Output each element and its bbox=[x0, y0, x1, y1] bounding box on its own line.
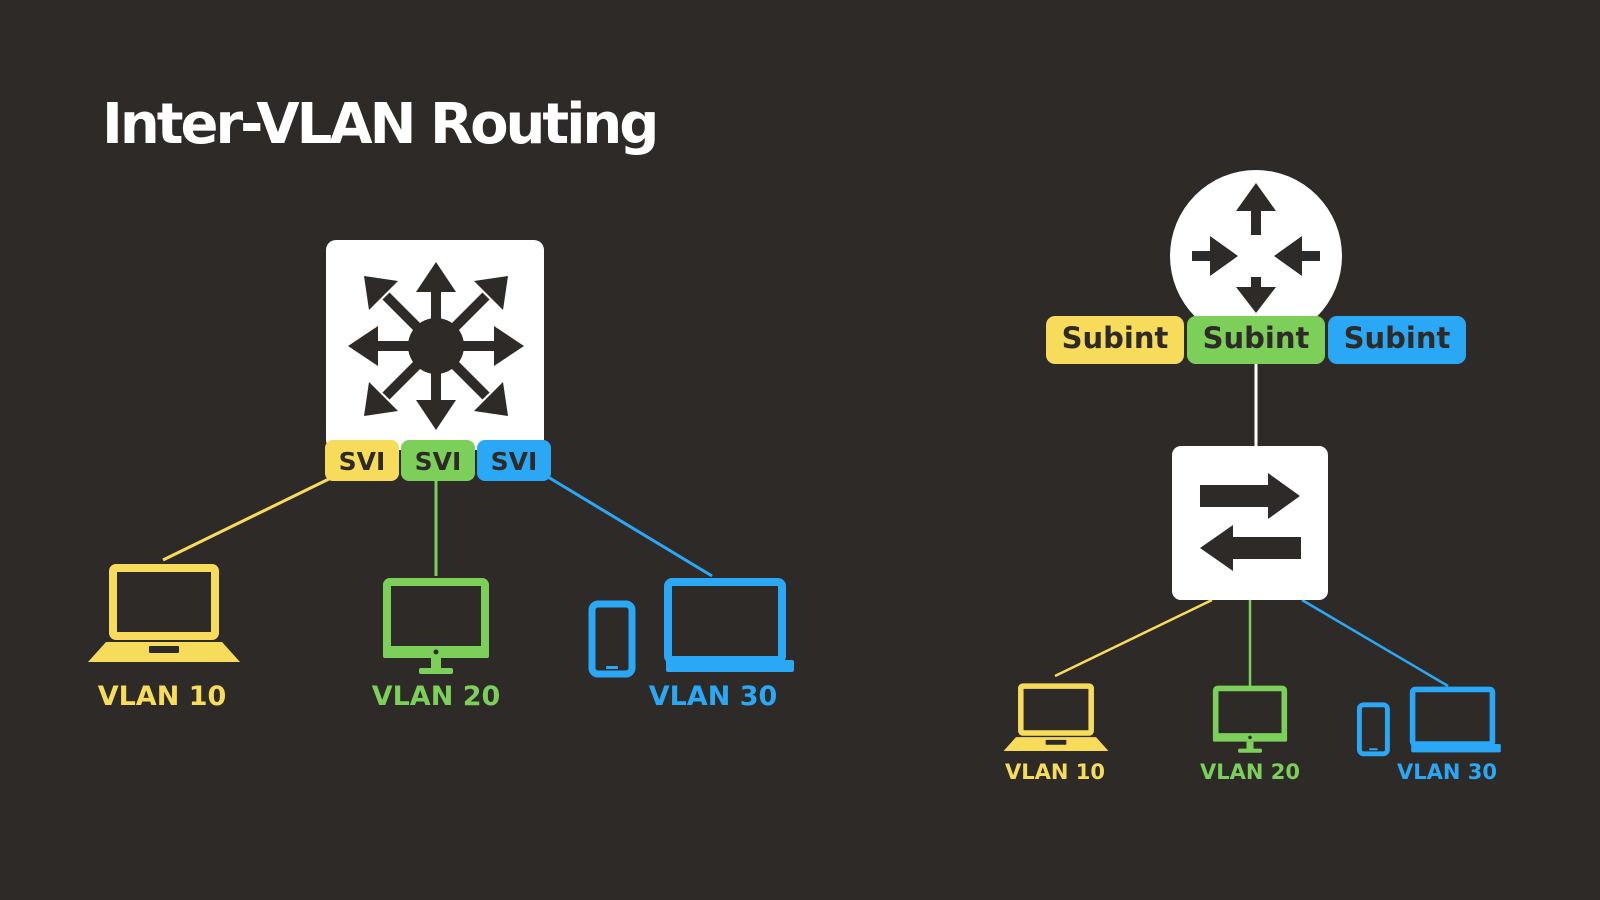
left-connections bbox=[162, 475, 713, 578]
phone-and-laptop-icon bbox=[592, 582, 794, 674]
host-label-vlan20: VLAN 20 bbox=[372, 681, 501, 712]
svg-text:Subint: Subint bbox=[1203, 321, 1310, 355]
svg-text:Subint: Subint bbox=[1344, 321, 1451, 355]
monitor-icon bbox=[1213, 688, 1287, 752]
monitor-icon bbox=[383, 582, 489, 674]
svg-text:SVI: SVI bbox=[491, 447, 538, 476]
link-vlan30 bbox=[547, 475, 713, 578]
subint-badge-vlan30: Subint bbox=[1328, 316, 1466, 364]
subint-badge-vlan20: Subint bbox=[1187, 316, 1325, 364]
svi-badge-vlan30: SVI bbox=[477, 440, 551, 481]
host-label-vlan20: VLAN 20 bbox=[1200, 760, 1300, 784]
subint-badge-vlan10: Subint bbox=[1046, 316, 1184, 364]
laptop-icon bbox=[1004, 686, 1109, 751]
switch-icon bbox=[1172, 446, 1328, 600]
svg-text:SVI: SVI bbox=[339, 447, 386, 476]
svg-text:Subint: Subint bbox=[1062, 321, 1169, 355]
svi-badge-vlan10: SVI bbox=[325, 440, 399, 481]
page-title: Inter-VLAN Routing bbox=[102, 92, 659, 157]
link-vlan10 bbox=[162, 475, 334, 562]
laptop-icon bbox=[88, 568, 240, 662]
right-connections bbox=[1054, 598, 1449, 688]
phone-and-laptop-icon bbox=[1359, 689, 1500, 753]
router-icon bbox=[1170, 170, 1342, 342]
host-label-vlan30: VLAN 30 bbox=[649, 681, 778, 712]
svi-badge-vlan20: SVI bbox=[401, 440, 475, 481]
link-vlan10 bbox=[1054, 598, 1213, 678]
svg-text:SVI: SVI bbox=[415, 447, 462, 476]
link-vlan30 bbox=[1301, 598, 1449, 688]
host-label-vlan30: VLAN 30 bbox=[1397, 760, 1497, 784]
host-label-vlan10: VLAN 10 bbox=[98, 681, 227, 712]
multilayer-switch-icon bbox=[326, 240, 544, 450]
host-label-vlan10: VLAN 10 bbox=[1005, 760, 1105, 784]
